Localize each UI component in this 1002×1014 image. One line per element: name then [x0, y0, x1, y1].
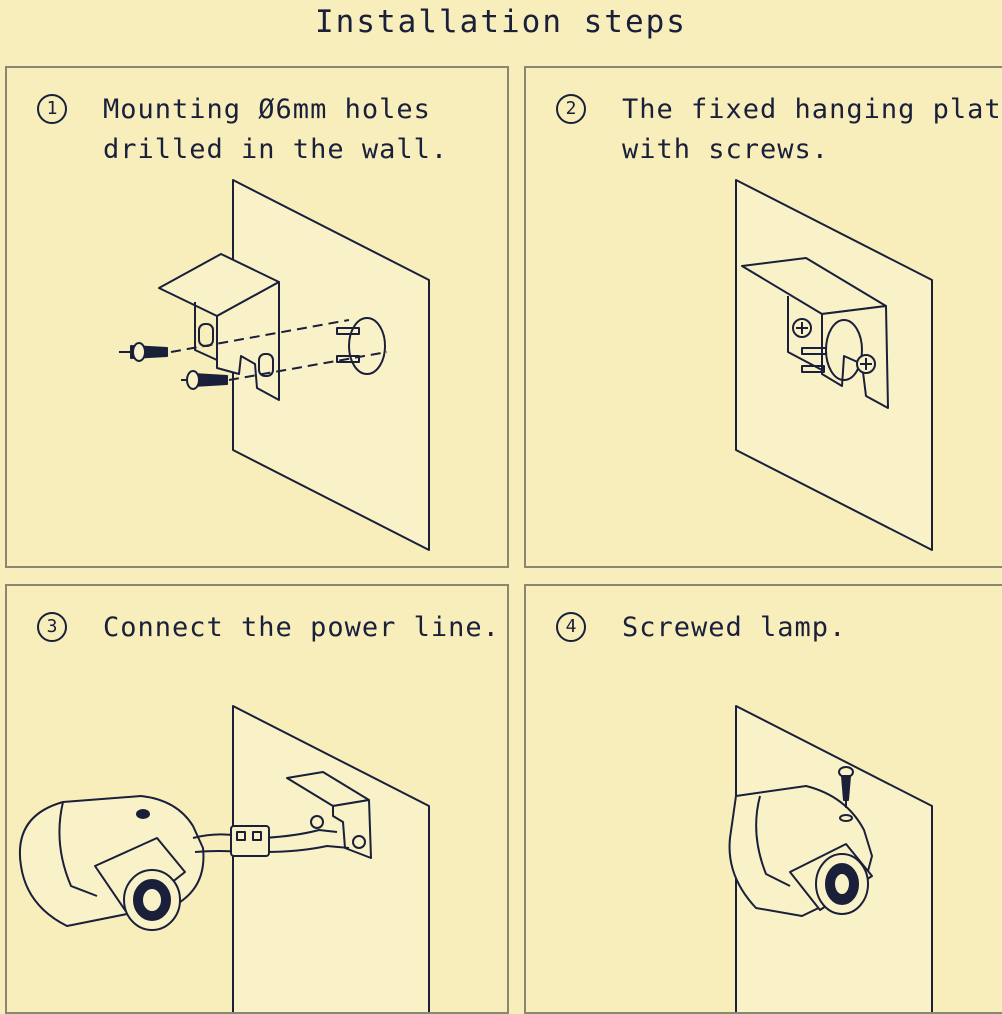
step-1-text: Mounting Ø6mm holes drilled in the wall.: [103, 94, 449, 165]
step-3-illustration: [18, 705, 430, 1012]
bracket-slot-right: [258, 353, 274, 377]
lamp-icon: [728, 785, 873, 917]
bracket-arm: [194, 302, 218, 361]
step-1-panel: 1 Mounting Ø6mm holes drilled in the wal…: [5, 66, 509, 568]
step-4-text: Screwed lamp.: [622, 612, 847, 643]
step-3-number: 3: [37, 612, 67, 642]
wall-panel: [232, 705, 430, 1012]
drilled-hole: [348, 317, 386, 375]
step-1-number: 1: [37, 94, 67, 124]
step-3-text: Connect the power line.: [103, 612, 500, 643]
wall-plug-icon: [336, 327, 360, 363]
step-4-panel: 4 Screwed lamp.: [524, 584, 1002, 1014]
step-4-number: 4: [556, 612, 586, 642]
power-cable-icon: [192, 825, 350, 857]
bracket-face: [216, 281, 280, 401]
step-2-panel: 2 The fixed hanging plate with screws.: [524, 66, 1002, 568]
screw-icon: [838, 766, 854, 808]
bracket-arm: [787, 296, 823, 371]
screw-icon: [310, 815, 366, 849]
wall-plug-icon: [801, 347, 827, 373]
step-1-illustration: [119, 179, 430, 551]
step-2-number: 2: [556, 94, 586, 124]
screw-icon: [856, 354, 876, 374]
screw-icon: [792, 318, 812, 338]
step-2-text: The fixed hanging plate with screws.: [622, 94, 1002, 165]
screw-icon: [181, 370, 228, 390]
bracket-slot-left: [198, 323, 214, 347]
alignment-line: [170, 319, 388, 381]
screw-icon: [119, 342, 168, 362]
page-title: Installation steps: [315, 4, 687, 40]
step-2-illustration: [735, 179, 933, 551]
step-4-illustration: [728, 705, 933, 1012]
step-3-panel: 3 Connect the power line.: [5, 584, 509, 1014]
lamp-icon: [18, 795, 205, 931]
